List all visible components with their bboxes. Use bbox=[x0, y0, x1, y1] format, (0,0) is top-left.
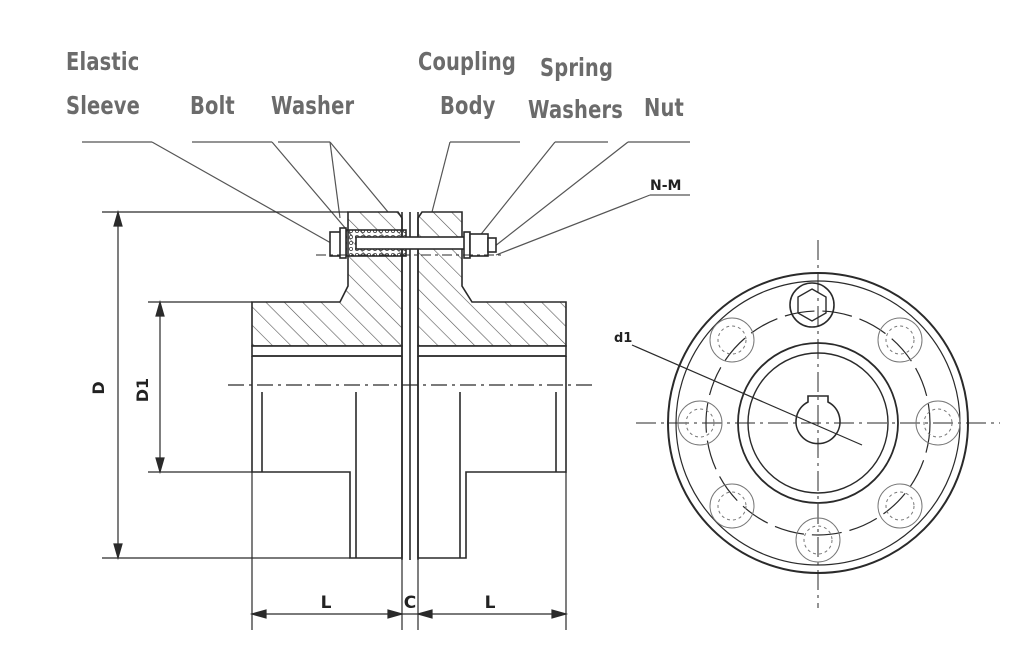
dim-D: D bbox=[89, 381, 108, 394]
left-hub-body bbox=[251, 356, 403, 559]
d1-leader bbox=[631, 344, 863, 446]
label-elastic-sleeve-line2: Sleeve bbox=[66, 91, 141, 120]
label-elastic-sleeve-line1: Elastic bbox=[66, 47, 140, 76]
label-coupling-body-line2: Body bbox=[440, 91, 496, 120]
label-nut: Nut bbox=[644, 93, 684, 122]
bolt-holes bbox=[677, 317, 961, 563]
bolt-head-top bbox=[789, 282, 835, 328]
label-nm: N-M bbox=[650, 178, 681, 194]
right-hub-section bbox=[417, 211, 567, 347]
leader-lines bbox=[82, 141, 690, 256]
nut-shape bbox=[469, 233, 489, 257]
spring-washer bbox=[463, 231, 471, 259]
label-coupling-body-line1: Coupling bbox=[418, 47, 517, 76]
side-view bbox=[228, 211, 592, 560]
washer-left bbox=[339, 227, 347, 259]
end-view bbox=[631, 240, 1000, 608]
dim-L-left: L bbox=[321, 593, 332, 613]
label-spring-washers-line1: Spring bbox=[540, 53, 614, 82]
dim-C: C bbox=[404, 593, 416, 613]
dimension-lines bbox=[102, 209, 569, 630]
dim-D1: D1 bbox=[133, 378, 152, 402]
bolt-shank bbox=[355, 236, 467, 250]
label-bolt: Bolt bbox=[190, 91, 235, 120]
right-hub-body bbox=[417, 356, 567, 559]
label-spring-washers-line2: Washers bbox=[528, 95, 624, 124]
dim-L-right: L bbox=[485, 593, 496, 613]
dim-d1: d1 bbox=[614, 331, 632, 346]
label-washer: Washer bbox=[271, 91, 355, 120]
